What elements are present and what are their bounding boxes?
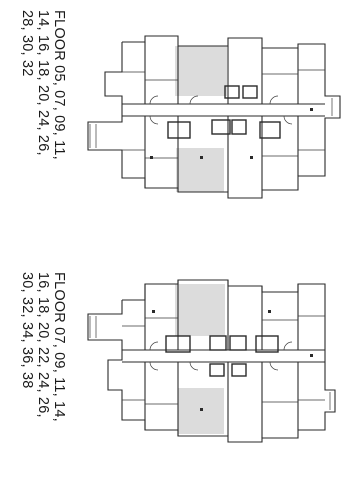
floor-label-line: 14, 16, 18, 20, 24, 26, xyxy=(35,10,51,156)
floor-plan-drawing-2 xyxy=(87,279,336,443)
floor-label-1: FLOOR 05, 07, 09, 11,14, 16, 18, 20, 24,… xyxy=(19,10,67,160)
floor-label-2: FLOOR 07, 09, 11, 14,16, 18, 20, 22, 24,… xyxy=(19,272,67,422)
floor-plan-drawing-1 xyxy=(87,35,341,199)
floor-label-line: FLOOR 07, 09, 11, 14, xyxy=(51,272,67,422)
floor-label-line: 16, 18, 20, 22, 24, 26, xyxy=(35,272,51,418)
floor-label-line: 30, 32, 34, 36, 38 xyxy=(19,272,35,389)
floor-label-line: 28, 30, 32 xyxy=(19,10,35,77)
floor-plan-panel-1: FLOOR 05, 07, 09, 11,14, 16, 18, 20, 24,… xyxy=(19,10,341,199)
floor-plan-panel-2: FLOOR 07, 09, 11, 14,16, 18, 20, 22, 24,… xyxy=(0,240,350,480)
floor-label-line: FLOOR 05, 07, 09, 11, xyxy=(51,10,67,160)
